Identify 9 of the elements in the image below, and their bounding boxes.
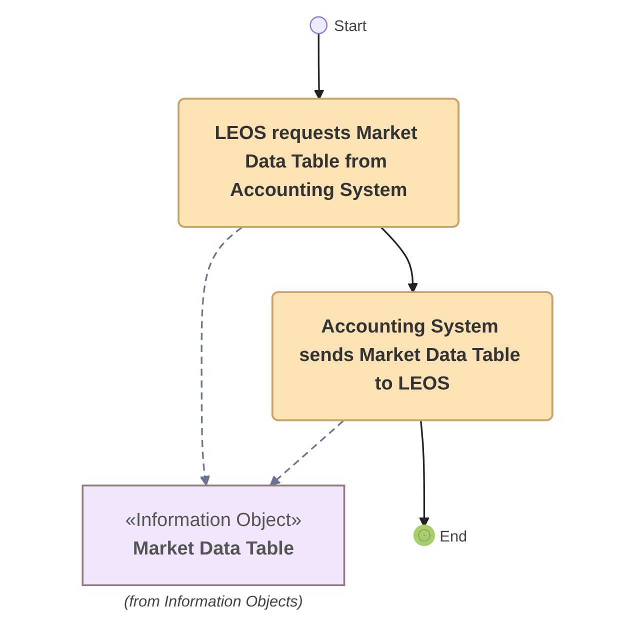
node-caption: End (440, 528, 468, 546)
arrow (200, 226, 242, 486)
arrow (380, 226, 418, 294)
node-caption: (from Information Objects) (124, 594, 303, 611)
node-caption: Start (334, 18, 367, 36)
arrow (314, 33, 324, 100)
node-circle (310, 16, 328, 34)
arrow (270, 420, 344, 486)
node-box: «Information Object» Market Data Table (82, 484, 346, 586)
